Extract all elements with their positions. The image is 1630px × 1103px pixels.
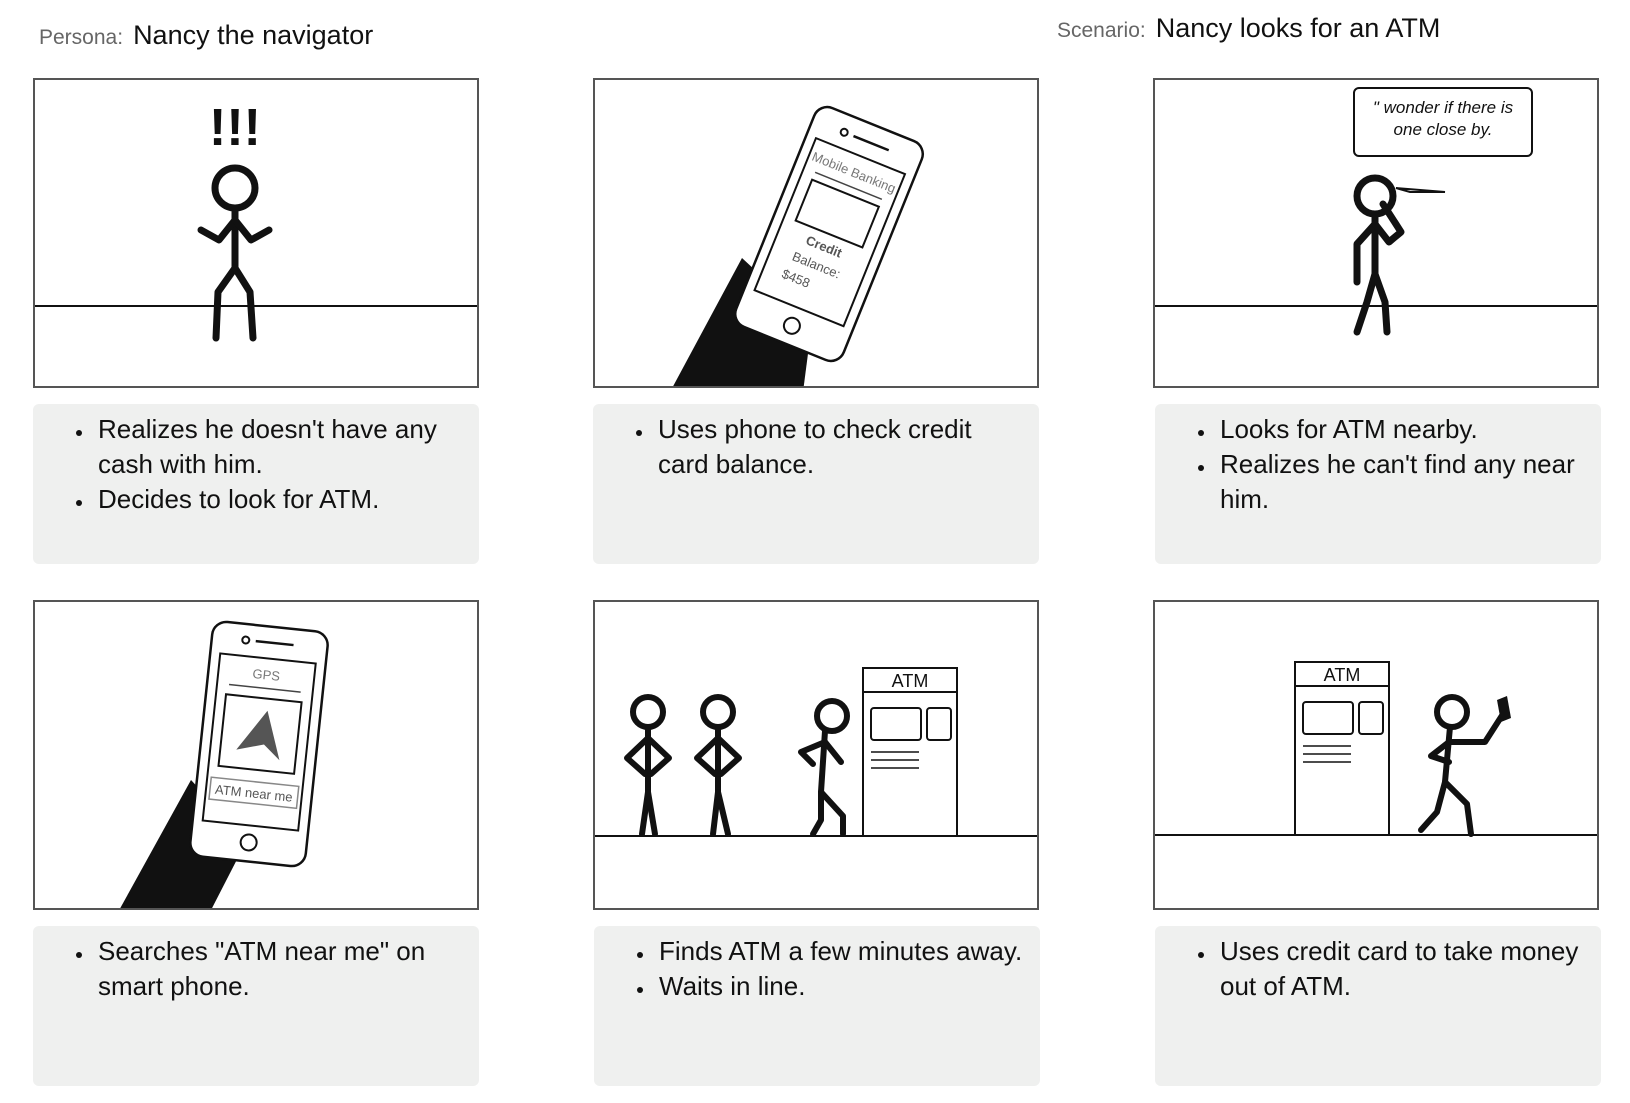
storyboard-panel-5: ATM	[593, 600, 1039, 910]
note-item: Realizes he can't find any near him.	[1216, 447, 1591, 517]
speech-bubble-tail	[1395, 187, 1446, 193]
note-item: Decides to look for ATM.	[94, 482, 469, 517]
storyboard-panel-2: Mobile Banking Credit Balance: $458	[593, 78, 1039, 388]
panel-4-notes: Searches "ATM near me" on smart phone.	[33, 926, 479, 1086]
storyboard-panel-4: GPS ATM near me	[33, 600, 479, 910]
atm-label: ATM	[1324, 665, 1361, 685]
note-item: Uses phone to check credit card balance.	[654, 412, 1029, 482]
panel-1-notes: Realizes he doesn't have any cash with h…	[33, 404, 479, 564]
panel-5-illustration: ATM	[595, 667, 1037, 837]
atm-label: ATM	[892, 671, 929, 691]
panel-6-notes: Uses credit card to take money out of AT…	[1155, 926, 1601, 1086]
stick-figure-waiting-icon	[624, 694, 672, 837]
panel-4-illustration: GPS ATM near me	[120, 620, 329, 908]
scenario-header: Scenario: Nancy looks for an ATM	[1057, 13, 1440, 44]
smartphone-icon: GPS ATM near me	[189, 620, 329, 868]
scenario-label: Scenario:	[1057, 19, 1146, 42]
navigation-arrow-icon	[236, 710, 280, 761]
panel-1-illustration: !!!	[35, 99, 477, 342]
stick-figure-surprised-icon	[197, 164, 273, 342]
atm-machine-icon: ATM	[862, 667, 958, 837]
panel-3-notes: Looks for ATM nearby. Realizes he can't …	[1155, 404, 1601, 564]
note-item: Searches "ATM near me" on smart phone.	[94, 934, 469, 1004]
panel-2-illustration: Mobile Banking Credit Balance: $458	[673, 105, 925, 386]
gps-search-box	[208, 776, 300, 810]
persona-value: Nancy the navigator	[133, 20, 374, 50]
note-item: Waits in line.	[655, 969, 1030, 1004]
panel-6-illustration: ATM	[1155, 661, 1597, 837]
note-item: Uses credit card to take money out of AT…	[1216, 934, 1591, 1004]
stick-figure-using-atm-icon	[798, 698, 850, 837]
note-item: Finds ATM a few minutes away.	[655, 934, 1030, 969]
stick-figure-thinking-icon	[1353, 174, 1405, 336]
persona-header: Persona: Nancy the navigator	[39, 20, 373, 51]
smartphone-icon: Mobile Banking Credit Balance: $458	[733, 105, 925, 363]
panel-5-notes: Finds ATM a few minutes away. Waits in l…	[594, 926, 1040, 1086]
storyboard-panel-6: ATM	[1153, 600, 1599, 910]
stick-figure-celebrating-icon	[1418, 694, 1506, 837]
storyboard-panel-3: " wonder if there is one close by.	[1153, 78, 1599, 388]
storyboard-panel-1: !!!	[33, 78, 479, 388]
exclamation-marks: !!!	[209, 99, 261, 157]
persona-label: Persona:	[39, 26, 124, 49]
scenario-value: Nancy looks for an ATM	[1155, 13, 1441, 43]
speech-bubble: " wonder if there is one close by.	[1353, 87, 1533, 157]
panel-3-illustration	[1155, 174, 1597, 336]
app-title: GPS	[252, 666, 281, 684]
credit-card-icon	[1497, 696, 1511, 722]
panel-2-notes: Uses phone to check credit card balance.	[593, 404, 1039, 564]
stick-figure-waiting-icon	[694, 694, 742, 837]
note-item: Looks for ATM nearby.	[1216, 412, 1591, 447]
atm-machine-icon: ATM	[1294, 661, 1390, 836]
note-item: Realizes he doesn't have any cash with h…	[94, 412, 469, 482]
